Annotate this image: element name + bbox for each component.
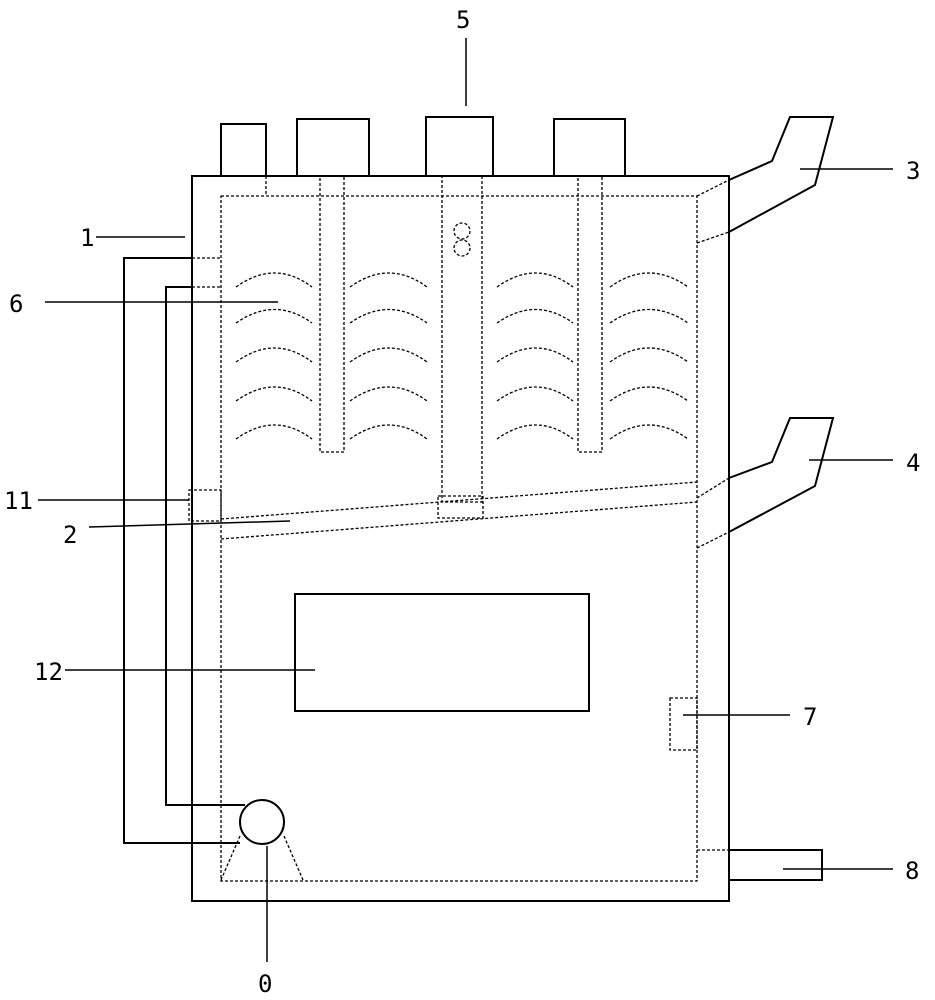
outer-housing [191,175,730,902]
sensor-11 [188,489,222,522]
pump [220,799,304,881]
label-8: 8 [905,857,919,885]
label-1: 1 [80,224,94,252]
element-7 [669,697,698,751]
circulation-pipes [123,257,245,844]
label-11: 11 [4,487,33,515]
discharge-pipe-lower [696,417,835,549]
leader-lines [38,38,893,962]
label-12: 12 [34,658,63,686]
inner-wall [220,195,698,882]
label-3: 3 [906,157,920,185]
top-inlets [220,116,626,196]
label-6: 6 [9,290,23,318]
label-0: 0 [258,970,272,998]
stirring-blades [235,272,689,440]
inclined-plate [220,481,698,540]
stirring-shafts [319,175,603,519]
label-4: 4 [906,449,920,477]
panel-12 [294,593,590,712]
label-5: 5 [456,6,470,34]
outlet-pipe [697,849,823,881]
discharge-pipe-upper [696,116,835,244]
label-7: 7 [803,703,817,731]
label-2: 2 [63,521,77,549]
